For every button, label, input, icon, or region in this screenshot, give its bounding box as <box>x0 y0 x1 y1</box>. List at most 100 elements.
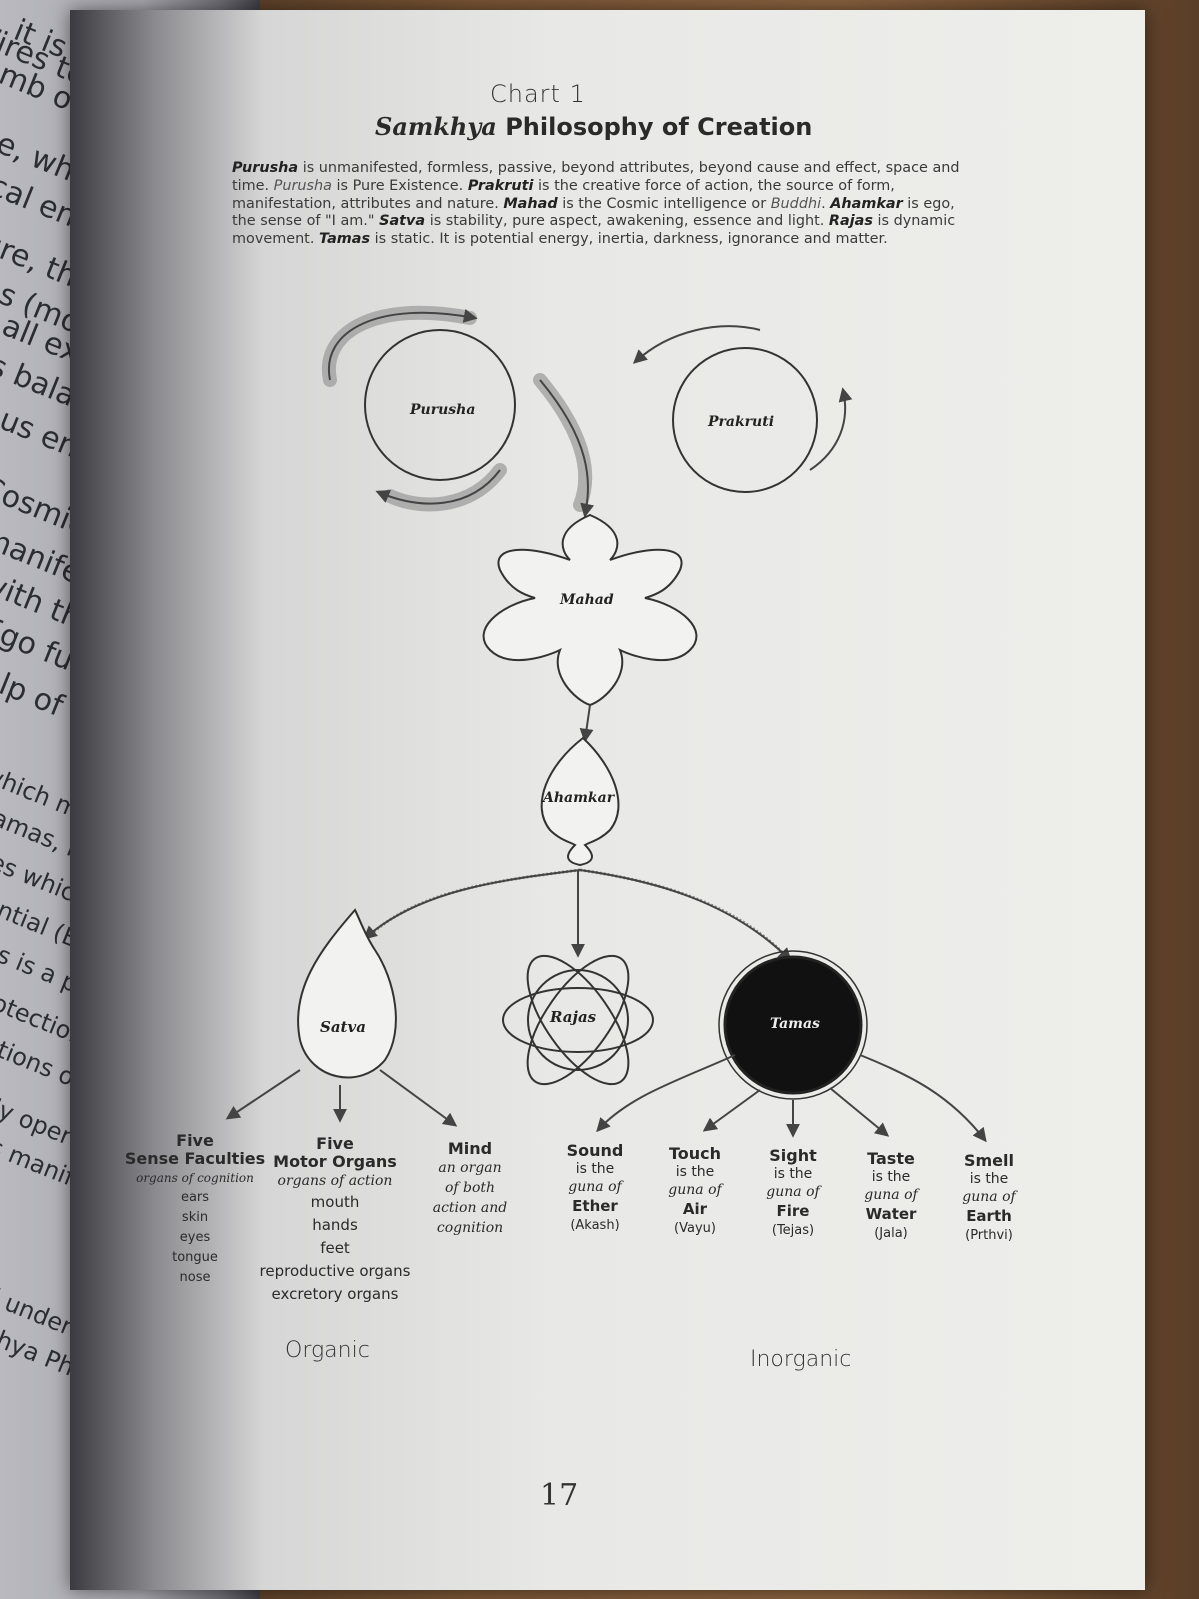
intro-paragraph: Purusha is unmanifested, formless, passi… <box>232 160 972 249</box>
col-heading: Sense Faculties <box>124 1149 266 1168</box>
element-is-the: is the <box>969 1171 1009 1187</box>
row-hands: hands <box>312 1216 358 1234</box>
row-skin: skin <box>181 1210 209 1225</box>
row-nose: nose <box>179 1270 211 1285</box>
element-sanskrit: (Tejas) <box>771 1223 815 1238</box>
branch-to-satva <box>368 868 581 937</box>
intro-text: . <box>821 195 831 212</box>
arrow-tamas-to-smell <box>859 1054 987 1143</box>
element-name: Ether <box>572 1197 618 1215</box>
term-purusha-italic: Purusha <box>273 177 332 194</box>
term-purusha: Purusha <box>232 160 299 176</box>
row-excretory-organs: excretory organs <box>271 1285 399 1303</box>
prakruti-circle <box>672 347 818 493</box>
term-prakruti: Prakruti <box>467 177 534 194</box>
col-heading: Five <box>316 1134 354 1153</box>
label-ahamkar: Ahamkar <box>543 790 615 806</box>
rajas-orbit <box>526 954 630 1086</box>
rajas-orbit <box>526 954 630 1086</box>
group-label-organic: Organic <box>285 1338 370 1363</box>
element-is-the: is the <box>575 1161 615 1177</box>
arrow-satva-to-sense <box>225 1069 301 1120</box>
element-is-the: is the <box>675 1164 715 1180</box>
col-subheading: action and <box>432 1200 508 1216</box>
term-satva: Satva <box>379 213 426 230</box>
arrow-prakruti-right <box>809 387 853 471</box>
group-label-inorganic: Inorganic <box>750 1347 852 1372</box>
row-reproductive-organs: reproductive organs <box>259 1262 411 1280</box>
intro-text: is Pure Existence. <box>331 177 468 194</box>
col-subheading: cognition <box>436 1220 504 1236</box>
element-sanskrit: (Jala) <box>874 1226 908 1241</box>
label-mahad: Mahad <box>560 592 614 608</box>
title-italic-word: Samkhya <box>375 112 497 141</box>
element-heading: Taste <box>867 1149 915 1168</box>
arrow-satva-to-mind <box>379 1069 458 1127</box>
arrow-tamas-to-taste <box>829 1087 890 1137</box>
element-guna-of: guna of <box>766 1184 820 1200</box>
rajas-orbits <box>502 954 654 1086</box>
term-ahamkar: Ahamkar <box>830 195 903 212</box>
column-sense-faculties: Five Sense Faculties organs of cognition… <box>120 1132 270 1288</box>
arrow-purusha-top <box>327 309 478 381</box>
col-heading: Mind <box>447 1139 493 1158</box>
intro-text: is the Cosmic intelligence or <box>557 195 771 212</box>
row-tongue: tongue <box>172 1250 218 1265</box>
arrow-tamas-to-touch <box>702 1089 761 1132</box>
arrow-to-tamas <box>579 869 792 962</box>
satva-flame <box>297 908 397 1079</box>
col-subheading: an organ <box>438 1160 502 1176</box>
chart-number: Chart 1 <box>490 80 586 108</box>
element-sanskrit: (Vayu) <box>674 1221 716 1236</box>
arrow-tamas-to-sound <box>596 1054 736 1133</box>
column-sound: Sound is the guna of Ether (Akash) <box>550 1142 640 1236</box>
label-tamas: Tamas <box>770 1016 820 1032</box>
element-is-the: is the <box>871 1169 911 1185</box>
element-name: Air <box>682 1200 708 1218</box>
ahamkar-bud <box>540 736 620 867</box>
arrow-mahad-to-ahamkar <box>579 704 594 743</box>
column-taste: Taste is the guna of Water (Jala) <box>846 1150 936 1244</box>
col-subheading: of both <box>444 1180 496 1196</box>
row-eyes: eyes <box>179 1230 211 1245</box>
branch-to-tamas <box>579 868 787 957</box>
tamas-circle <box>723 955 863 1095</box>
arrow-prakruti-top <box>632 325 761 364</box>
column-sight: Sight is the guna of Fire (Tejas) <box>748 1147 838 1241</box>
title-rest: Philosophy of Creation <box>505 113 813 141</box>
element-guna-of: guna of <box>864 1187 918 1203</box>
column-mind: Mind an organ of both action and cogniti… <box>415 1140 525 1238</box>
element-sanskrit: (Akash) <box>570 1218 620 1233</box>
element-heading: Sight <box>769 1146 817 1165</box>
col-heading: Motor Organs <box>273 1152 397 1171</box>
label-satva: Satva <box>320 1018 366 1036</box>
column-touch: Touch is the guna of Air (Vayu) <box>650 1145 740 1239</box>
element-name: Fire <box>776 1202 810 1220</box>
tamas-ring <box>718 950 868 1100</box>
element-heading: Smell <box>963 1151 1014 1170</box>
label-prakruti: Prakruti <box>708 414 775 430</box>
element-name: Water <box>865 1205 917 1223</box>
rajas-orbit <box>527 969 629 1071</box>
intro-text: is the creative force of action, the sou… <box>232 177 895 212</box>
element-sanskrit: (Prthvi) <box>965 1228 1013 1243</box>
column-smell: Smell is the guna of Earth (Prthvi) <box>944 1152 1034 1246</box>
intro-text: is unmanifested, formless, passive, beyo… <box>232 160 960 194</box>
column-motor-organs: Five Motor Organs organs of action mouth… <box>235 1135 435 1306</box>
label-rajas: Rajas <box>550 1008 597 1026</box>
arrow-to-satva <box>362 869 581 940</box>
element-name: Earth <box>966 1207 1012 1225</box>
element-is-the: is the <box>773 1166 813 1182</box>
arrow-purusha-left <box>375 469 501 505</box>
term-buddhi: Buddhi <box>770 195 822 212</box>
element-guna-of: guna of <box>962 1189 1016 1205</box>
arrow-to-mahad <box>539 379 595 518</box>
col-subheading: organs of cognition <box>136 1171 254 1185</box>
term-tamas: Tamas <box>318 231 371 248</box>
page-number: 17 <box>540 1478 579 1513</box>
intro-text: is dynamic movement. <box>232 213 956 248</box>
intro-text: is ego, the sense of "I am." <box>232 195 955 230</box>
col-heading: Five <box>176 1131 214 1150</box>
element-guna-of: guna of <box>668 1182 722 1198</box>
